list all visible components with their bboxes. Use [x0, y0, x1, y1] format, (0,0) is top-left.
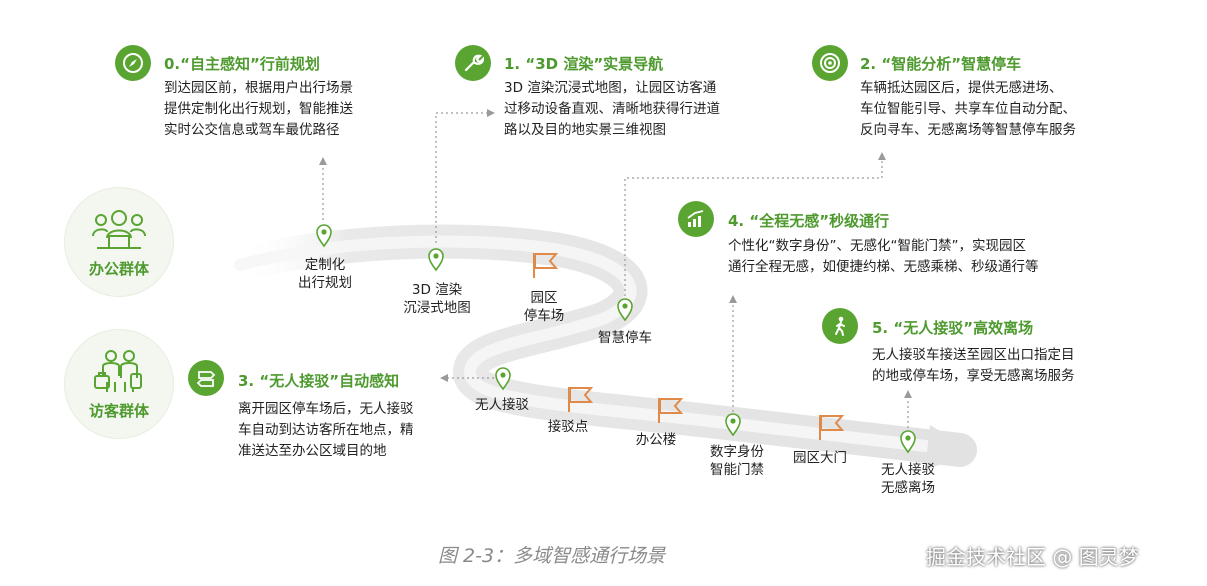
- step-1-title: 1. “3D 渲染”实景导航: [504, 55, 664, 73]
- node-label-smart-parking: 智慧停车: [585, 329, 665, 347]
- step-3-line: 离开园区停车场后，无人接驳: [238, 401, 414, 417]
- step-0-title: 0.“自主感知”行前规划: [164, 55, 320, 73]
- node-line: 智能门禁: [710, 462, 764, 478]
- node-label-shuttle: 无人接驳: [462, 396, 542, 414]
- step-1-line: 过移动设备直观、清晰地获得行进道: [504, 101, 720, 117]
- figure-caption: 图 2-3：多域智感通行场景: [438, 545, 666, 567]
- step-2-line: 反向寻车、无感离场等智慧停车服务: [860, 122, 1076, 138]
- node-line: 办公楼: [635, 432, 677, 448]
- flag-icon: [568, 387, 594, 412]
- location-pin-icon: [495, 367, 511, 391]
- node-line: 定制化: [304, 257, 346, 273]
- node-label-park-gate: 园区大门: [780, 449, 860, 467]
- node-line: 园区: [530, 290, 558, 306]
- node-line: 智慧停车: [598, 330, 652, 346]
- node-label-seamless-exit: 无人接驳 无感离场: [868, 461, 948, 497]
- watermark: 掘金技术社区 @ 图灵梦: [926, 545, 1139, 569]
- node-label-parking-lot: 园区 停车场: [514, 289, 574, 325]
- flag-icon: [533, 253, 559, 278]
- step-0-line: 实时公交信息或驾车最优路径: [164, 122, 340, 138]
- step-4-line: 个性化“数字身份”、无感化“智能门禁”，实现园区: [728, 238, 1026, 254]
- node-label-office-building: 办公楼: [626, 431, 686, 449]
- node-label-trip-planning: 定制化 出行规划: [285, 256, 365, 292]
- growth-chart-icon: [678, 201, 714, 237]
- flag-icon: [819, 415, 845, 440]
- step-5-line: 无人接驳车接送至园区出口指定目: [872, 347, 1075, 363]
- node-line: 数字身份: [710, 444, 764, 460]
- node-line: 沉浸式地图: [403, 300, 471, 316]
- step-0-line: 提供定制化出行规划，智能推送: [164, 101, 353, 117]
- step-3-title: 3. “无人接驳”自动感知: [238, 372, 400, 390]
- step-4-title: 4. “全程无感”秒级通行: [728, 212, 890, 230]
- office-group-icon: [92, 209, 146, 249]
- walking-person-icon: [822, 308, 858, 344]
- step-2-desc: 车辆抵达园区后，提供无感进场、 车位智能引导、共享车位自动分配、 反向寻车、无感…: [860, 78, 1076, 141]
- location-pin-icon: [428, 248, 444, 272]
- location-pin-icon: [316, 224, 332, 248]
- compass-icon: [115, 45, 151, 81]
- step-1-line: 路以及目的地实景三维视图: [504, 122, 666, 138]
- flag-icon: [658, 398, 684, 423]
- step-2-title: 2. “智能分析”智慧停车: [860, 55, 1022, 73]
- step-5-desc: 无人接驳车接送至园区出口指定目 的地或停车场，享受无感离场服务: [872, 345, 1075, 387]
- node-line: 无人接驳: [881, 462, 935, 478]
- step-0-line: 到达园区前，根据用户出行场景: [164, 80, 353, 96]
- node-line: 停车场: [523, 308, 565, 324]
- step-5-title: 5. “无人接驳”高效离场: [872, 319, 1034, 337]
- step-5-line: 的地或停车场，享受无感离场服务: [872, 368, 1075, 384]
- node-line: 3D 渲染: [411, 282, 463, 298]
- step-1-line: 3D 渲染沉浸式地图，让园区访客通: [504, 80, 717, 96]
- step-1-desc: 3D 渲染沉浸式地图，让园区访客通 过移动设备直观、清晰地获得行进道 路以及目的…: [504, 78, 720, 141]
- group-visitor-label: 访客群体: [88, 401, 149, 420]
- node-label-digital-id: 数字身份 智能门禁: [697, 443, 777, 479]
- step-3-desc: 离开园区停车场后，无人接驳 车自动到达访客所在地点，精 准送达至办公区域目的地: [238, 399, 414, 462]
- location-pin-icon: [725, 413, 741, 437]
- node-line: 无人接驳: [475, 397, 529, 413]
- step-2-line: 车辆抵达园区后，提供无感进场、: [860, 80, 1063, 96]
- node-line: 接驳点: [547, 419, 589, 435]
- node-line: 无感离场: [881, 480, 935, 496]
- location-pin-icon: [900, 430, 916, 454]
- location-pin-icon: [617, 298, 633, 322]
- step-2-line: 车位智能引导、共享车位自动分配、: [860, 101, 1076, 117]
- step-4-desc: 个性化“数字身份”、无感化“智能门禁”，实现园区 通行全程无感，如便捷约梯、无感…: [728, 236, 1039, 278]
- step-4-line: 通行全程无感，如便捷约梯、无感乘梯、秒级通行等: [728, 259, 1039, 275]
- group-office: 办公群体: [65, 188, 173, 296]
- node-line: 园区大门: [793, 450, 847, 466]
- group-visitor: 访客群体: [65, 330, 173, 438]
- group-office-label: 办公群体: [88, 259, 149, 278]
- target-icon: [812, 45, 848, 81]
- step-3-line: 准送达至办公区域目的地: [238, 443, 387, 459]
- node-label-pickup-point: 接驳点: [538, 418, 598, 436]
- visitor-group-icon: [94, 349, 142, 392]
- step-3-line: 车自动到达访客所在地点，精: [238, 422, 414, 438]
- step-0-desc: 到达园区前，根据用户出行场景 提供定制化出行规划，智能推送 实时公交信息或驾车最…: [164, 78, 353, 141]
- node-label-3d-map: 3D 渲染 沉浸式地图: [392, 281, 482, 317]
- signpost-icon: [188, 360, 224, 396]
- node-line: 出行规划: [298, 275, 352, 291]
- wrench-icon: [455, 45, 491, 81]
